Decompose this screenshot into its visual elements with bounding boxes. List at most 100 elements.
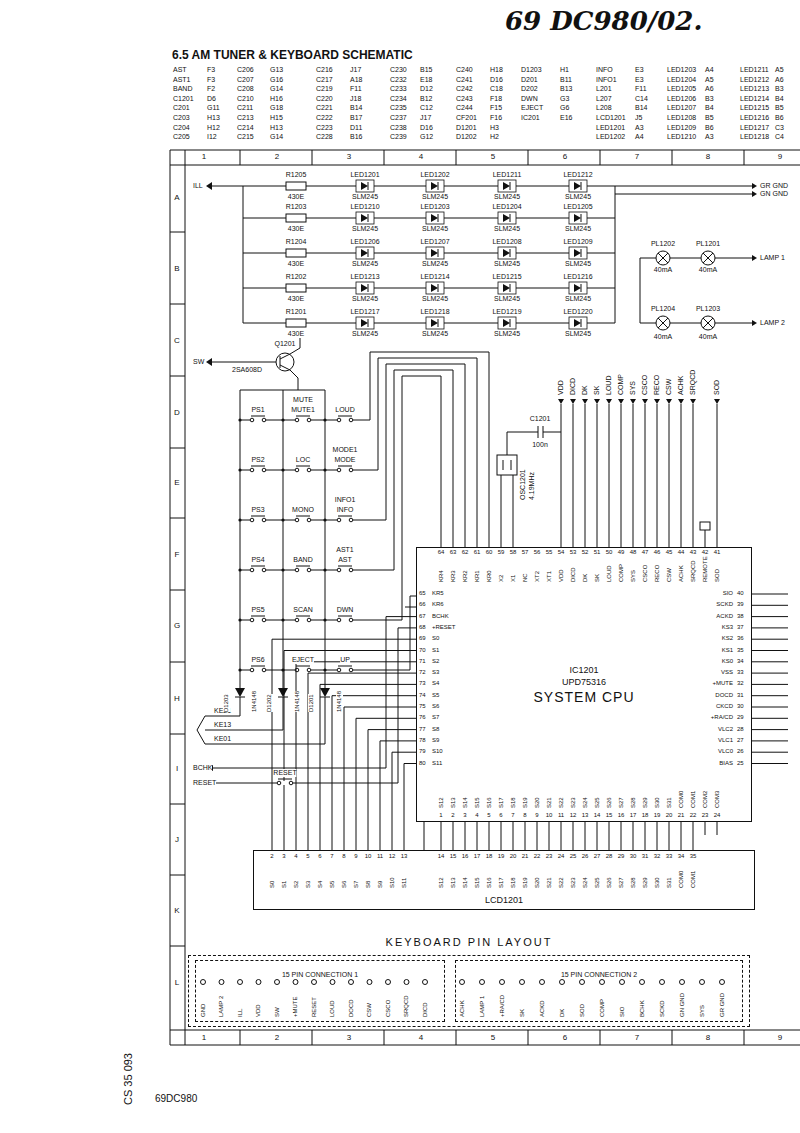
junction-dot [281, 518, 284, 521]
index-ref: LED1204 [667, 76, 696, 84]
switch-symbol [296, 566, 310, 567]
part-value: SLM245 [494, 225, 520, 233]
wire [752, 627, 788, 628]
index-ref: C222 [316, 114, 333, 122]
pin-number: 39 [737, 601, 744, 608]
connector-pin-mark [275, 980, 280, 985]
pin-number: 9 [354, 853, 357, 860]
index-ref: D202 [521, 85, 538, 93]
switch-symbol [296, 666, 310, 667]
connector-pin: ACHK [459, 1000, 466, 1017]
pin-number: 67 [419, 613, 426, 620]
ruler-tick [170, 376, 185, 377]
index-ref: LED1218 [740, 133, 769, 141]
led-symbol [361, 182, 368, 190]
part-value: SLM245 [565, 295, 591, 303]
ruler-tick [672, 150, 673, 165]
pin-name: S0 [269, 881, 276, 888]
junction-dot [323, 668, 326, 671]
pin-number: 12 [570, 812, 577, 819]
grid-ref: B16 [350, 133, 362, 141]
index-ref: INFO1 [596, 76, 617, 84]
junction-dot [238, 618, 241, 621]
key-label: UP [340, 656, 350, 664]
grid-ref: E18 [420, 76, 432, 84]
part-value: SLM245 [565, 330, 591, 338]
pin-name: SOD [714, 569, 721, 582]
junction-dot [281, 418, 284, 421]
grid-ref: C12 [420, 104, 433, 112]
pin-number: 15 [606, 812, 613, 819]
ruler-tick [384, 150, 385, 165]
switch-symbol [277, 781, 281, 785]
pin-number: 28 [737, 726, 744, 733]
connector-pin-mark [660, 980, 665, 985]
arrow-head [558, 399, 564, 404]
pin-name: S19 [522, 877, 529, 888]
diode-symbol [320, 688, 330, 697]
bus-connector [424, 822, 425, 850]
key-label: DWN [337, 606, 354, 614]
part-ref: LED1215 [492, 273, 521, 281]
key-label: PS3 [251, 506, 264, 514]
wire [615, 186, 616, 323]
grid-ref: F16 [490, 114, 502, 122]
connector-pin: SW [274, 1007, 281, 1017]
connector-pin-mark [480, 980, 485, 985]
pin-name: S28 [630, 877, 637, 888]
index-ref: LED1211 [740, 66, 769, 74]
led-symbol [498, 212, 516, 224]
wire [465, 822, 466, 850]
pin-name: S0 [432, 635, 439, 642]
connector-pin-mark [500, 980, 505, 985]
grid-ref: C4 [775, 133, 784, 141]
wire [752, 594, 788, 595]
index-ref: EJECT [521, 104, 543, 112]
pin-number: 60 [486, 549, 493, 556]
cpu-chip: IC1201UPD75316SYSTEM CPU [416, 547, 752, 822]
pin-name: LOUD [606, 565, 613, 582]
wire [752, 616, 788, 617]
index-ref: C237 [390, 114, 407, 122]
wire [441, 822, 442, 850]
switch-symbol [251, 416, 265, 417]
pin-name: S22 [558, 877, 565, 888]
grid-number: 3 [347, 1033, 351, 1042]
grid-ref: C3 [775, 124, 784, 132]
signal-label: 1N4148 [251, 691, 258, 712]
wire [609, 822, 610, 850]
led-symbol [356, 180, 374, 192]
connector-pin-mark [404, 980, 409, 985]
switch-symbol [296, 516, 310, 517]
led-symbol [581, 284, 582, 292]
pin-number: 54 [558, 549, 565, 556]
pin-name: VLC0 [718, 748, 733, 755]
connector-pin-mark [349, 980, 354, 985]
arrow-head [630, 399, 636, 404]
ruler-tick [170, 232, 185, 233]
grid-ref: J5 [635, 114, 642, 122]
index-ref: C223 [316, 124, 333, 132]
signal-name: CSCO [641, 375, 649, 395]
pin-number: 23 [546, 853, 553, 860]
signal-label: C1201 [530, 415, 551, 423]
ruler-tick [456, 1030, 457, 1045]
pin-number: 19 [654, 812, 661, 819]
wire [537, 822, 538, 850]
wire [344, 707, 416, 850]
led-symbol [569, 317, 587, 329]
pin-number: 58 [510, 549, 517, 556]
key-label: MODE [335, 456, 356, 464]
pin-name: S4 [317, 881, 324, 888]
wire [404, 764, 416, 851]
part-ref: LED1207 [420, 238, 449, 246]
pin-name: SIO [723, 590, 733, 597]
led-symbol [498, 247, 516, 259]
part-value: 430E [288, 295, 304, 303]
pin-name: BCHK [432, 613, 449, 620]
grid-number: 8 [706, 152, 710, 161]
grid-ref: B12 [420, 95, 432, 103]
pin-number: 2 [270, 853, 273, 860]
pin-name: S23 [570, 877, 577, 888]
led-symbol [569, 212, 587, 224]
